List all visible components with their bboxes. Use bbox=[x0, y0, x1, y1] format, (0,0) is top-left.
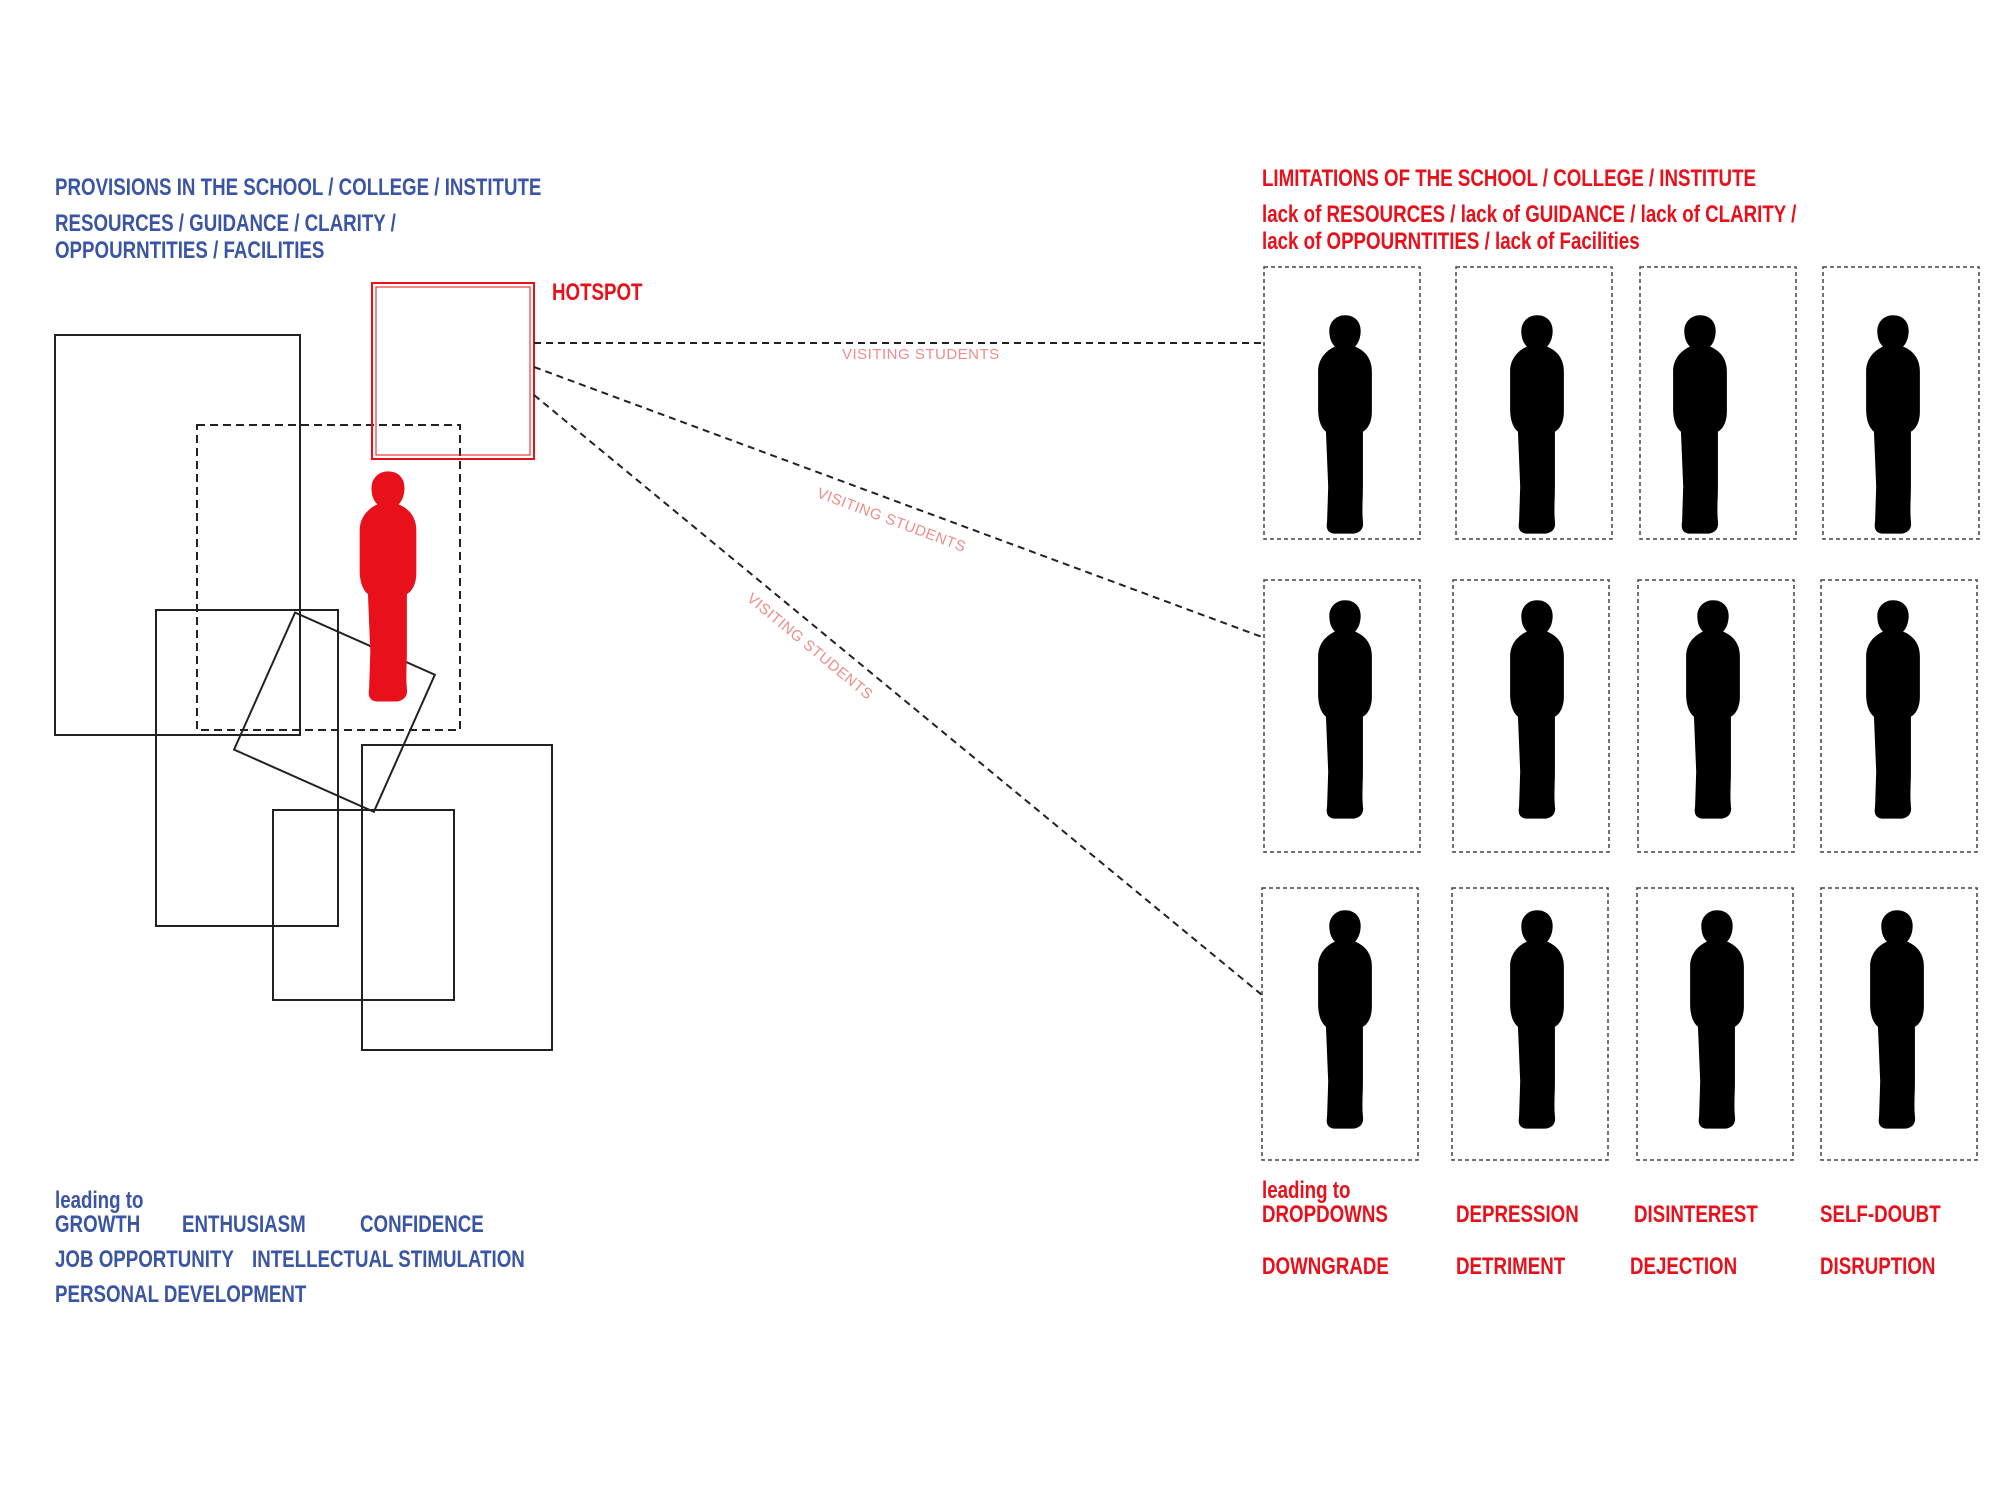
person-silhouette-icon bbox=[1318, 315, 1372, 534]
student-frame-r3-c3 bbox=[1636, 887, 1794, 1161]
outcome-dropdowns: DROPDOWNS bbox=[1262, 1201, 1388, 1228]
red-person-silhouette-icon bbox=[359, 471, 417, 702]
outcome-downgrade: DOWNGRADE bbox=[1262, 1253, 1389, 1280]
student-frame-r3-c1 bbox=[1261, 887, 1419, 1161]
outcome-enthusiasm: ENTHUSIASM bbox=[182, 1211, 306, 1238]
person-silhouette-icon bbox=[1690, 910, 1744, 1129]
person-silhouette-icon bbox=[1866, 600, 1920, 819]
outcome-self-doubt: SELF-DOUBT bbox=[1820, 1201, 1941, 1228]
frame-tilted bbox=[232, 611, 437, 814]
frame-right bbox=[361, 744, 553, 1051]
person-silhouette-icon bbox=[1510, 910, 1564, 1129]
left-title: PROVISIONS IN THE SCHOOL / COLLEGE / INS… bbox=[55, 174, 542, 201]
student-frame-r2-c2 bbox=[1452, 579, 1610, 853]
student-grid bbox=[1261, 266, 1980, 1161]
connector-label-1: VISITING STUDENTS bbox=[842, 346, 1000, 363]
right-leading-to: leading to bbox=[1262, 1177, 1351, 1204]
right-title: LIMITATIONS OF THE SCHOOL / COLLEGE / IN… bbox=[1262, 165, 1756, 192]
student-frame-r3-c2 bbox=[1451, 887, 1609, 1161]
right-opportunities-line: lack of OPPOURNTITIES / lack of Faciliti… bbox=[1262, 228, 1640, 255]
provision-frames bbox=[54, 334, 553, 1051]
outcome-detriment: DETRIMENT bbox=[1456, 1253, 1566, 1280]
student-frame-r3-c4 bbox=[1820, 887, 1978, 1161]
connector-row-3 bbox=[533, 394, 1263, 996]
person-silhouette-icon bbox=[1673, 315, 1727, 534]
frame-dashed bbox=[196, 424, 461, 731]
left-resources-line: RESOURCES / GUIDANCE / CLARITY / bbox=[55, 210, 396, 237]
left-opportunities-line: OPPOURNTITIES / FACILITIES bbox=[55, 237, 325, 264]
person-silhouette-icon bbox=[1318, 910, 1372, 1129]
outcome-dejection: DEJECTION bbox=[1630, 1253, 1738, 1280]
person-silhouette-icon bbox=[1510, 315, 1564, 534]
outcome-confidence: CONFIDENCE bbox=[360, 1211, 484, 1238]
frame-small bbox=[272, 809, 455, 1001]
student-frame-r1-c4 bbox=[1822, 266, 1980, 540]
hotspot-label: HOTSPOT bbox=[552, 279, 643, 306]
visiting-students-connectors bbox=[533, 342, 1263, 996]
outcome-growth: GROWTH bbox=[55, 1211, 141, 1238]
student-frame-r1-c3 bbox=[1639, 266, 1797, 540]
person-silhouette-icon bbox=[1870, 910, 1924, 1129]
student-frame-r1-c2 bbox=[1455, 266, 1613, 540]
outcome-intellectual-stimulation: INTELLECTUAL STIMULATION bbox=[252, 1246, 525, 1273]
student-frame-r2-c4 bbox=[1820, 579, 1978, 853]
student-frame-r2-c1 bbox=[1263, 579, 1421, 853]
right-resources-line: lack of RESOURCES / lack of GUIDANCE / l… bbox=[1262, 201, 1797, 228]
outcome-disruption: DISRUPTION bbox=[1820, 1253, 1936, 1280]
outcome-depression: DEPRESSION bbox=[1456, 1201, 1579, 1228]
outcome-personal-development: PERSONAL DEVELOPMENT bbox=[55, 1281, 307, 1308]
outcome-disinterest: DISINTEREST bbox=[1634, 1201, 1758, 1228]
person-silhouette-icon bbox=[1686, 600, 1740, 819]
frame-middle bbox=[155, 609, 339, 927]
connector-row-2 bbox=[533, 366, 1263, 638]
student-frame-r1-c1 bbox=[1263, 266, 1421, 540]
student-frame-r2-c3 bbox=[1637, 579, 1795, 853]
outcome-job-opportunity: JOB OPPORTUNITY bbox=[55, 1246, 234, 1273]
hotspot-box bbox=[371, 282, 535, 460]
left-leading-to: leading to bbox=[55, 1187, 144, 1214]
person-silhouette-icon bbox=[1866, 315, 1920, 534]
person-silhouette-icon bbox=[1318, 600, 1372, 819]
connector-label-3: VISITING STUDENTS bbox=[743, 590, 875, 703]
frame-large bbox=[54, 334, 301, 736]
person-silhouette-icon bbox=[1510, 600, 1564, 819]
